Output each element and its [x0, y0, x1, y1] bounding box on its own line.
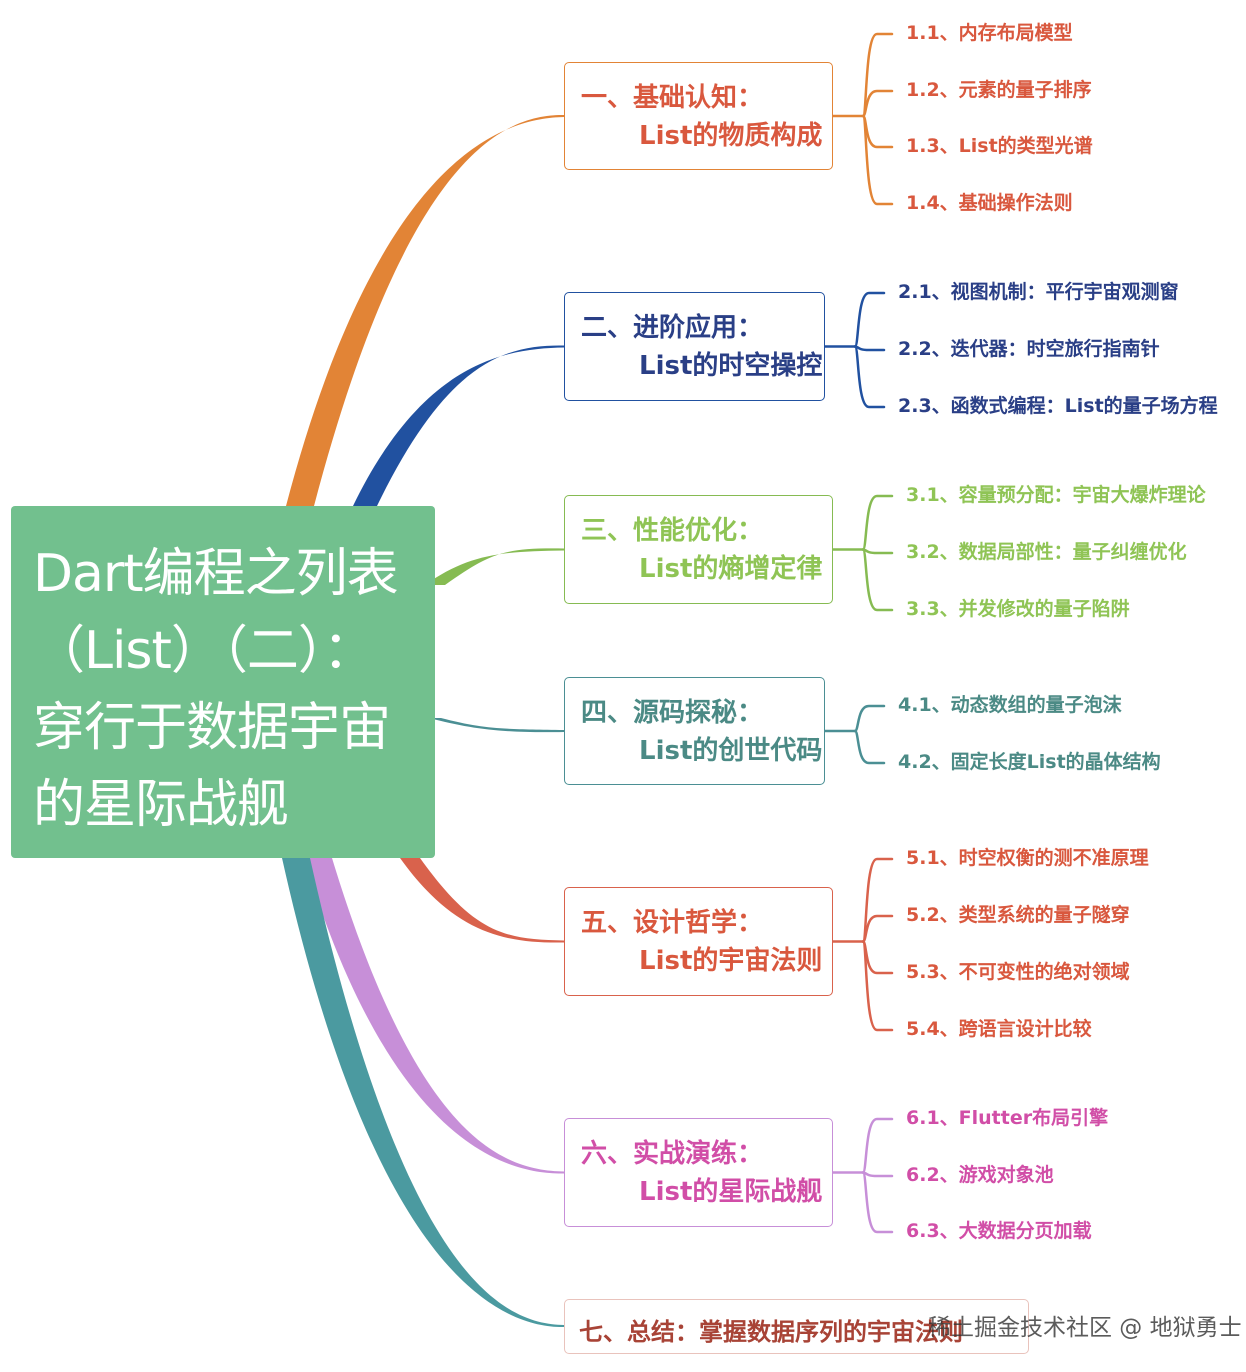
branch-topic-1[interactable]: 一、基础认知： List的物质构成	[564, 62, 833, 170]
branch-subtitle: List的物质构成	[639, 121, 823, 151]
main-branch-6	[304, 858, 564, 1174]
main-branch-1	[286, 114, 564, 506]
leaf-connector	[861, 114, 894, 149]
branch-title: 一、基础认知：	[581, 83, 764, 113]
branch-title: 四、源码探秘：	[581, 698, 764, 728]
branch-subtitle: List的宇宙法则	[639, 946, 823, 976]
subtopic-4-2[interactable]: 4.2、固定长度List的晶体结构	[898, 751, 1161, 773]
subtopic-1-3[interactable]: 1.3、List的类型光谱	[906, 135, 1093, 157]
branch-topic-5[interactable]: 五、设计哲学： List的宇宙法则	[564, 887, 833, 996]
leaf-connector	[861, 114, 894, 206]
subtopic-5-2[interactable]: 5.2、类型系统的量子隧穿	[906, 904, 1130, 926]
watermark: 稀土掘金技术社区 @ 地狱勇士	[928, 1315, 1242, 1341]
branch-title: 二、进阶应用：	[581, 313, 764, 343]
branch-subtitle: List的星际战舰	[639, 1177, 823, 1207]
branch-topic-4[interactable]: 四、源码探秘： List的创世代码	[564, 677, 825, 785]
main-branch-2	[353, 345, 564, 506]
leaf-connector	[861, 940, 894, 1032]
main-branch-5	[400, 858, 564, 943]
branch-subtitle: List的创世代码	[639, 736, 823, 766]
leaf-connector	[861, 548, 894, 612]
subtopic-2-3[interactable]: 2.3、函数式编程：List的量子场方程	[898, 395, 1218, 417]
branch-title: 六、实战演练：	[581, 1139, 764, 1169]
summary-label: 七、总结：掌握数据序列的宇宙法则	[579, 1318, 963, 1346]
summary-topic[interactable]: 七、总结：掌握数据序列的宇宙法则	[564, 1299, 1029, 1354]
root-line-1: Dart编程之列表	[33, 544, 399, 604]
subtopic-2-1[interactable]: 2.1、视图机制：平行宇宙观测窗	[898, 281, 1179, 303]
leaf-connector	[861, 1117, 894, 1174]
leaf-connector	[861, 1171, 894, 1234]
root-line-4: 的星际战舰	[33, 775, 289, 835]
subtopic-1-1[interactable]: 1.1、内存布局模型	[906, 22, 1073, 44]
leaf-connector	[853, 291, 886, 348]
leaf-connector	[861, 1171, 894, 1178]
subtopic-5-4[interactable]: 5.4、跨语言设计比较	[906, 1018, 1092, 1040]
branch-subtitle: List的时空操控	[639, 351, 823, 381]
leaf-connector	[853, 345, 886, 409]
subtopic-5-3[interactable]: 5.3、不可变性的绝对领域	[906, 961, 1130, 983]
subtopic-2-2[interactable]: 2.2、迭代器：时空旅行指南针	[898, 338, 1160, 360]
subtopic-6-2[interactable]: 6.2、游戏对象池	[906, 1164, 1054, 1186]
subtopic-3-3[interactable]: 3.3、并发修改的量子陷阱	[906, 598, 1130, 620]
subtopic-5-1[interactable]: 5.1、时空权衡的测不准原理	[906, 847, 1149, 869]
main-branch-4	[429, 718, 564, 733]
main-branch-3	[425, 548, 564, 585]
leaf-connector	[861, 494, 894, 551]
main-branch-7	[282, 858, 564, 1328]
subtopic-3-2[interactable]: 3.2、数据局部性：量子纠缠优化	[906, 541, 1187, 563]
root-topic[interactable]: Dart编程之列表 （List）（二）： 穿行于数据宇宙 的星际战舰	[11, 506, 435, 858]
leaf-connector	[861, 89, 894, 118]
subtopic-6-1[interactable]: 6.1、Flutter布局引擎	[906, 1107, 1109, 1129]
root-line-3: 穿行于数据宇宙	[33, 698, 391, 758]
leaf-connector	[853, 345, 886, 352]
branch-topic-6[interactable]: 六、实战演练： List的星际战舰	[564, 1118, 833, 1227]
branch-title: 三、性能优化：	[581, 516, 764, 546]
branch-topic-3[interactable]: 三、性能优化： List的熵增定律	[564, 495, 833, 604]
leaf-connector	[853, 729, 886, 765]
branch-title: 五、设计哲学：	[581, 908, 764, 938]
subtopic-3-1[interactable]: 3.1、容量预分配：宇宙大爆炸理论	[906, 484, 1206, 506]
branch-subtitle: List的熵增定律	[639, 554, 823, 584]
branch-topic-2[interactable]: 二、进阶应用： List的时空操控	[564, 292, 825, 401]
subtopic-1-4[interactable]: 1.4、基础操作法则	[906, 192, 1073, 214]
leaf-connector	[853, 704, 886, 733]
leaf-connector	[861, 940, 894, 975]
leaf-connector	[861, 548, 894, 555]
leaf-connector	[861, 914, 894, 943]
subtopic-4-1[interactable]: 4.1、动态数组的量子泡沫	[898, 694, 1122, 716]
root-line-2: （List）（二）：	[33, 621, 375, 681]
subtopic-1-2[interactable]: 1.2、元素的量子排序	[906, 79, 1092, 101]
subtopic-6-3[interactable]: 6.3、大数据分页加载	[906, 1220, 1092, 1242]
